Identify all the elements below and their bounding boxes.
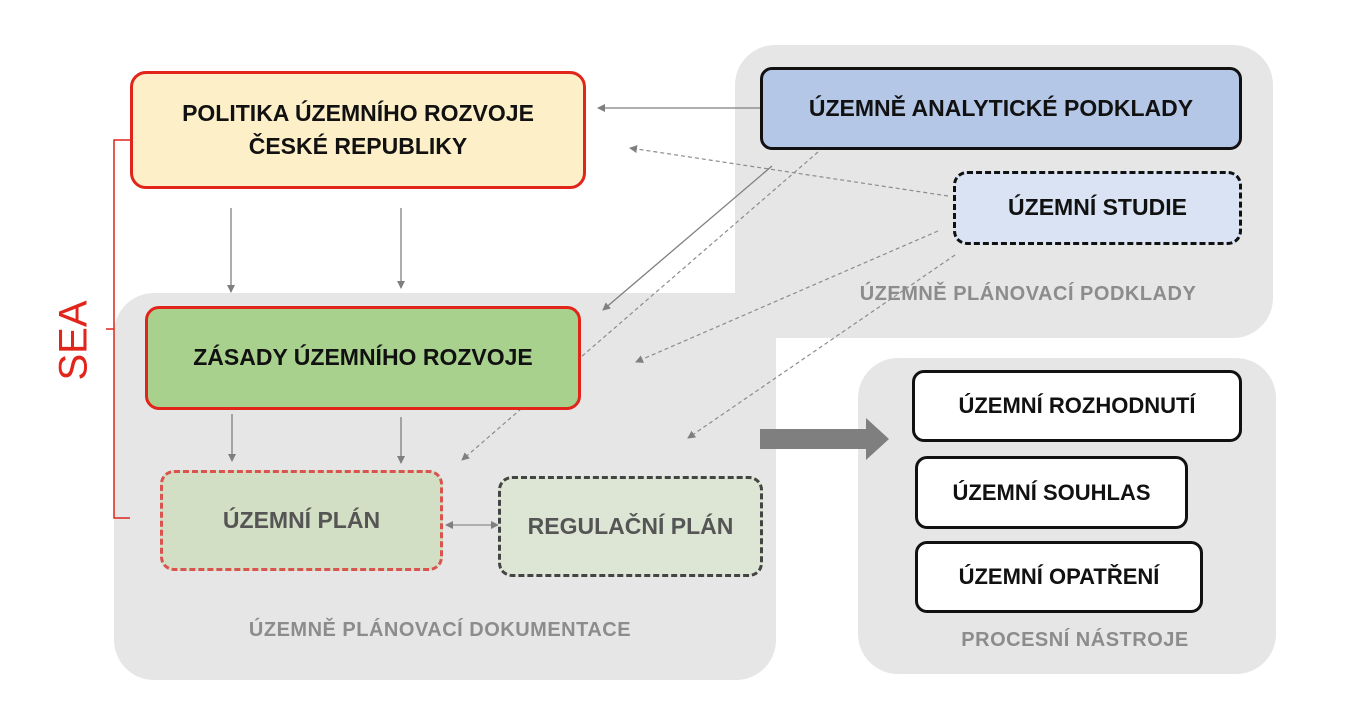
uzemni-opatreni-text: ÚZEMNÍ OPATŘENÍ (958, 564, 1160, 590)
planning-sources-label: ÚZEMNĚ PLÁNOVACÍ PODKLADY (859, 283, 1197, 305)
sea-label: SEA (51, 299, 96, 381)
uzemni-plan-text: ÚZEMNÍ PLÁN (222, 506, 381, 533)
uzemni-rozhodnuti-text: ÚZEMNÍ ROZHODNUTÍ (958, 393, 1196, 419)
uzemni-studie-text: ÚZEMNÍ STUDIE (1008, 194, 1187, 221)
process-tools-label: PROCESNÍ NÁSTROJE (961, 629, 1189, 651)
uzemni-opatreni-box: ÚZEMNÍ OPATŘENÍ (915, 541, 1203, 613)
politika-uzemniho-rozvoje-text: POLITIKA ÚZEMNÍHO ROZVOJE ČESKÉ REPUBLIK… (182, 99, 534, 159)
arrow-studie-regulacni (687, 254, 956, 439)
uzemni-plan-box: ÚZEMNÍ PLÁN (160, 470, 443, 571)
uzemne-analyticke-podklady-text: ÚZEMNĚ ANALYTICKÉ PODKLADY (808, 94, 1194, 121)
uzemne-analyticke-podklady-box: ÚZEMNĚ ANALYTICKÉ PODKLADY (760, 67, 1242, 150)
arrow-analyticke-zasady (602, 165, 773, 311)
arrow-studie-zasady (635, 230, 939, 363)
planning-documentation-label: ÚZEMNĚ PLÁNOVACÍ DOKUMENTACE (248, 619, 632, 641)
arrow-studie-politika (629, 145, 949, 197)
uzemni-souhlas-box: ÚZEMNÍ SOUHLAS (915, 456, 1188, 529)
big-arrow-to-process-tools (760, 418, 889, 460)
regulacni-plan-box: REGULAČNÍ PLÁN (498, 476, 763, 577)
uzemni-rozhodnuti-box: ÚZEMNÍ ROZHODNUTÍ (912, 370, 1242, 442)
zasady-uzemniho-rozvoje-text: ZÁSADY ÚZEMNÍHO ROZVOJE (193, 344, 533, 371)
sea-bracket (106, 139, 130, 519)
politika-uzemniho-rozvoje-box: POLITIKA ÚZEMNÍHO ROZVOJE ČESKÉ REPUBLIK… (130, 71, 586, 189)
uzemni-souhlas-text: ÚZEMNÍ SOUHLAS (952, 479, 1151, 505)
regulacni-plan-text: REGULAČNÍ PLÁN (527, 512, 734, 539)
uzemni-studie-box: ÚZEMNÍ STUDIE (953, 171, 1242, 245)
zasady-uzemniho-rozvoje-box: ZÁSADY ÚZEMNÍHO ROZVOJE (145, 306, 581, 410)
